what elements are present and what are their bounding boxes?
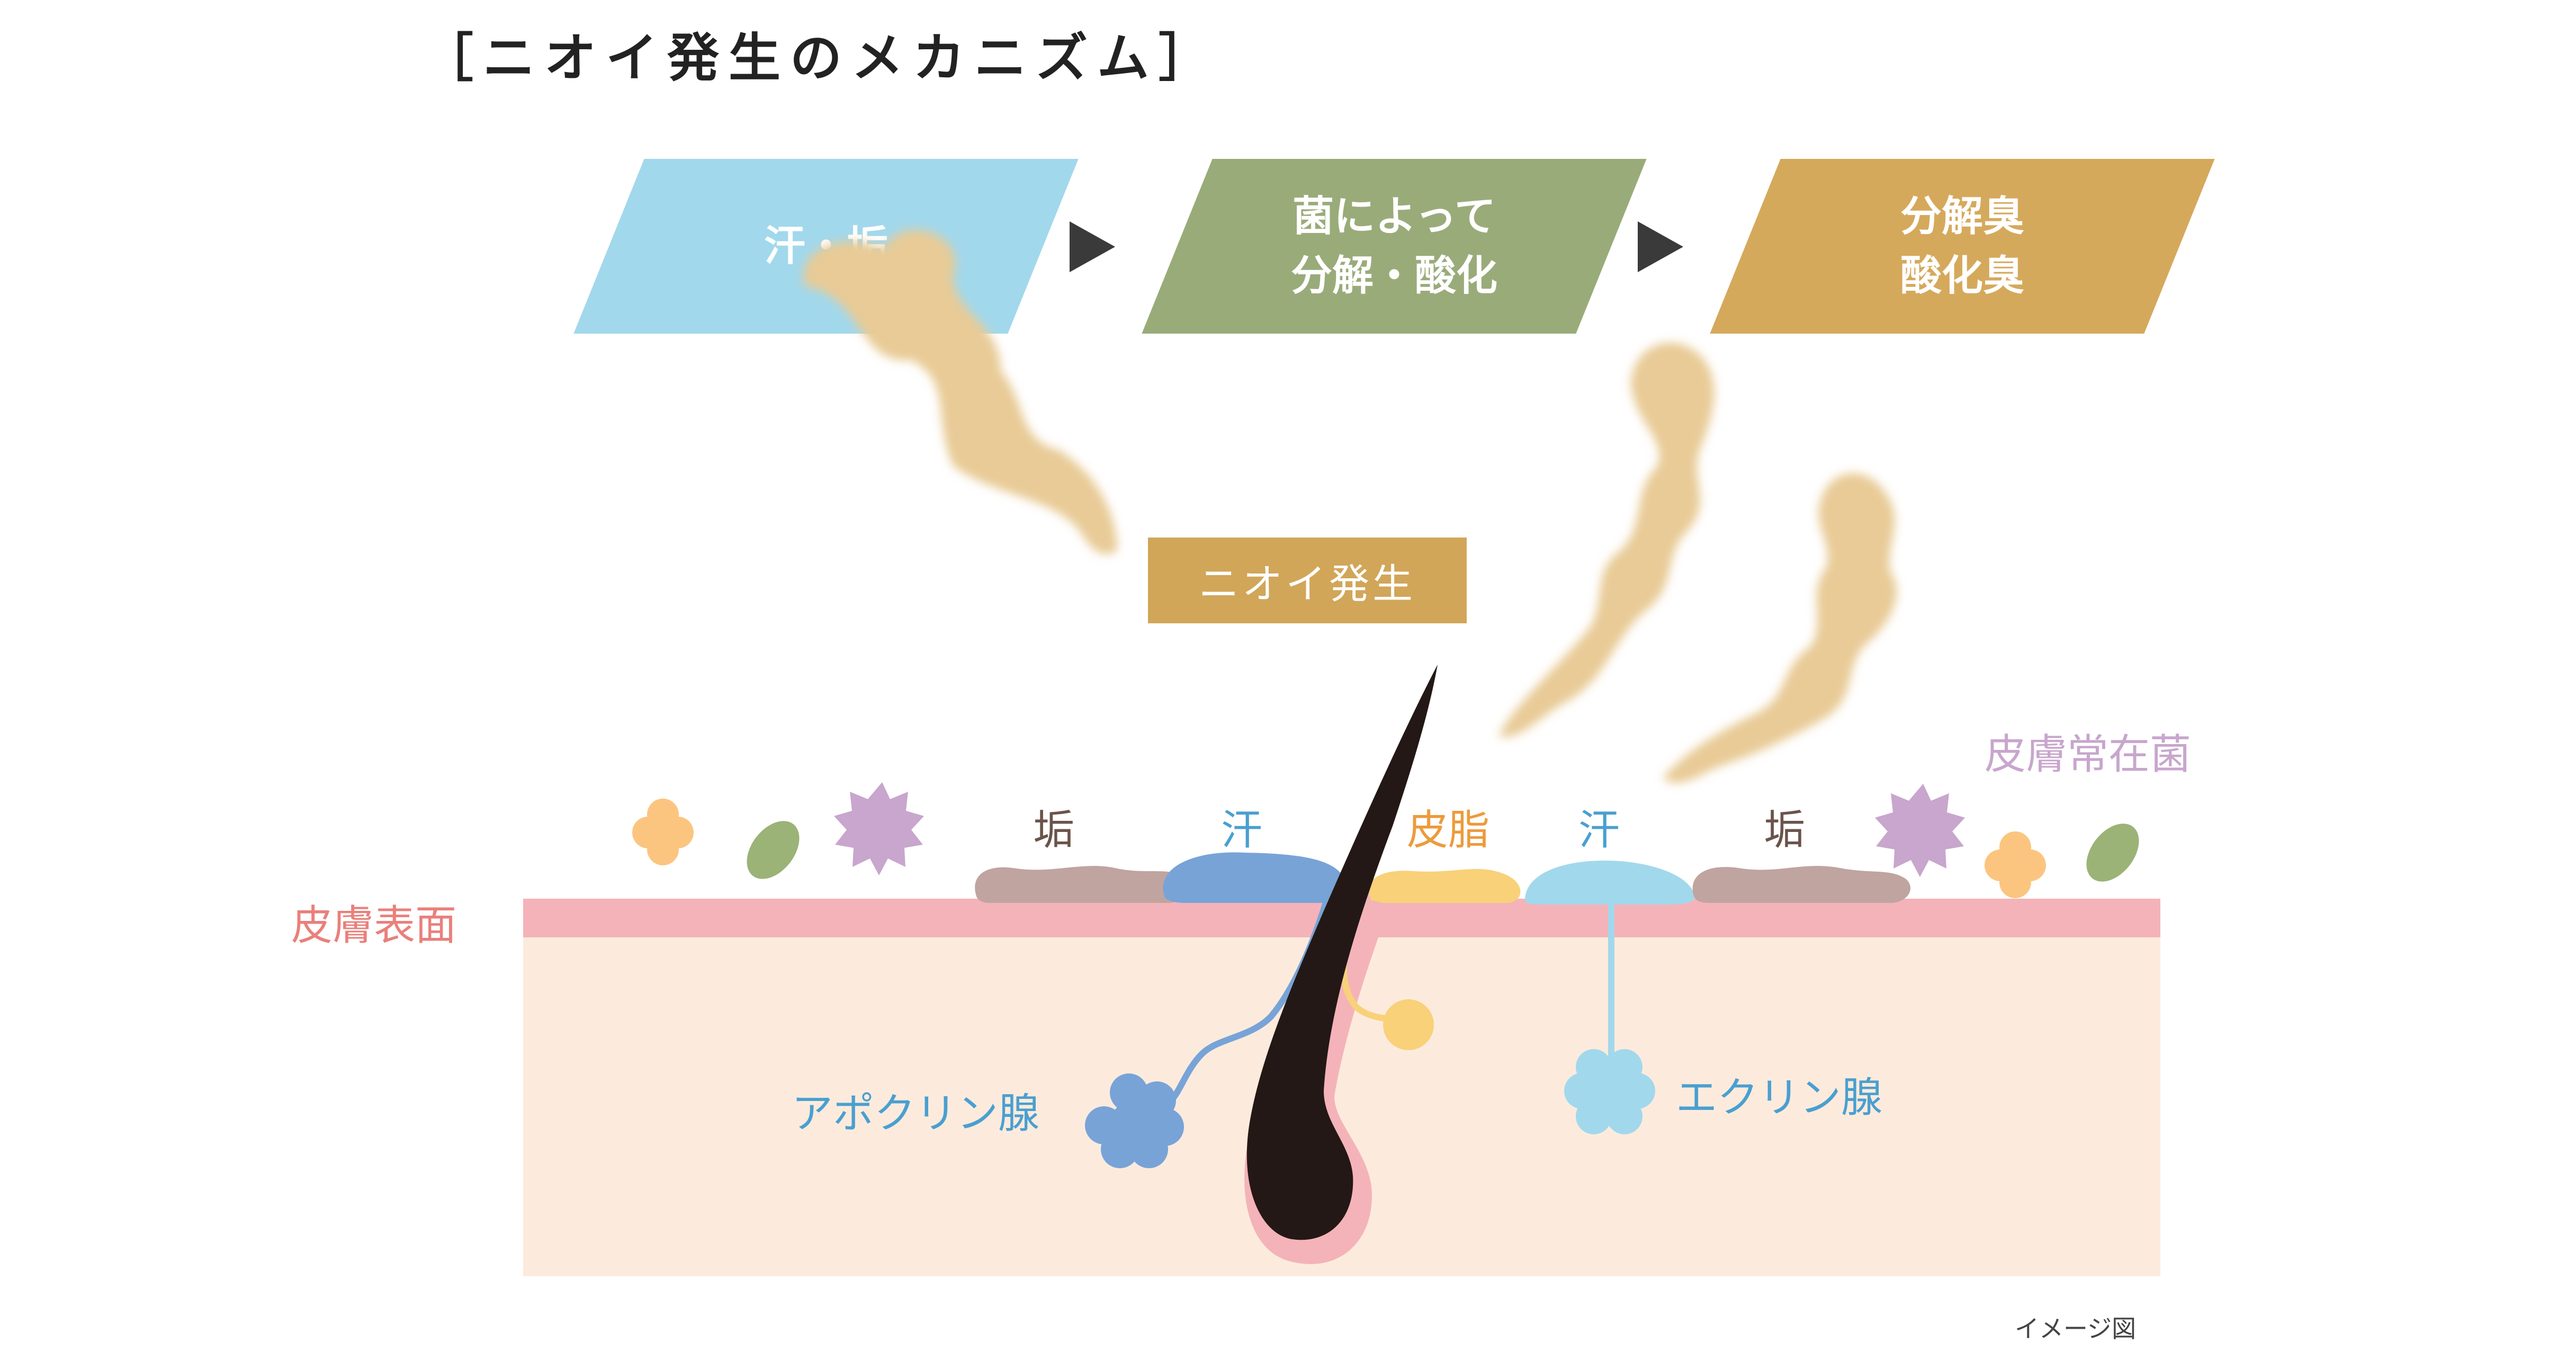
odor-wisps [803, 229, 1897, 783]
apocrine-gland [1085, 1073, 1184, 1168]
flow-step-3-line-2: 酸化臭 [1900, 252, 2024, 300]
odor-badge: ニオイ発生 [1148, 538, 1467, 623]
flow-arrow-2 [1638, 221, 1683, 272]
sebum-surface [1368, 868, 1521, 903]
bacteria-orange-left [632, 799, 694, 865]
flow-step-odor: 分解臭 酸化臭 [1710, 159, 2215, 334]
dirt-left [975, 866, 1190, 903]
sweat-eccrine-surface [1525, 861, 1695, 905]
label-resident-bacteria: 皮膚常在菌 [1985, 731, 2192, 778]
label-image-note: イメージ図 [2015, 1314, 2137, 1343]
flow-step-2-text: 菌によって 分解・酸化 [1177, 159, 1611, 334]
flow-step-3-text: 分解臭 酸化臭 [1745, 159, 2179, 334]
flow-step-2-line-2: 分解・酸化 [1290, 252, 1497, 300]
label-skin-surface: 皮膚表面 [291, 902, 457, 950]
label-dirt-right: 垢 [1763, 807, 1806, 854]
bacteria-purple-left [834, 782, 924, 875]
dirt-right [1692, 866, 1911, 903]
flow-step-bacteria-decompose: 菌によって 分解・酸化 [1142, 159, 1647, 334]
eccrine-gland [1564, 1049, 1655, 1134]
bacteria-purple-right [1875, 784, 1965, 877]
label-eccrine-gland: エクリン腺 [1676, 1074, 1883, 1122]
odor-wisp-center [1498, 343, 1715, 737]
sweat-apocrine-surface [1163, 852, 1348, 903]
bacteria-orange-right [1985, 831, 2046, 898]
flow-step-3-line-1: 分解臭 [1900, 193, 2024, 240]
hair-shaft [1246, 665, 1438, 1240]
label-sweat-left: 汗 [1220, 807, 1263, 854]
page-title: ［ニオイ発生のメカニズム］ [421, 28, 1220, 88]
flow-step-2-line-1: 菌によって [1293, 193, 1496, 240]
bacteria-green-right [2086, 823, 2139, 882]
label-sweat-right: 汗 [1578, 807, 1620, 854]
bacteria-green-left [747, 821, 800, 879]
odor-wisp-left [803, 229, 1117, 554]
label-dirt-left: 垢 [1033, 807, 1075, 854]
label-sebum: 皮脂 [1406, 807, 1490, 854]
label-apocrine-gland: アポクリン腺 [792, 1090, 1040, 1138]
odor-wisp-right [1663, 473, 1897, 783]
sebaceous-gland [1383, 999, 1434, 1050]
flow-arrow-1 [1070, 221, 1115, 272]
